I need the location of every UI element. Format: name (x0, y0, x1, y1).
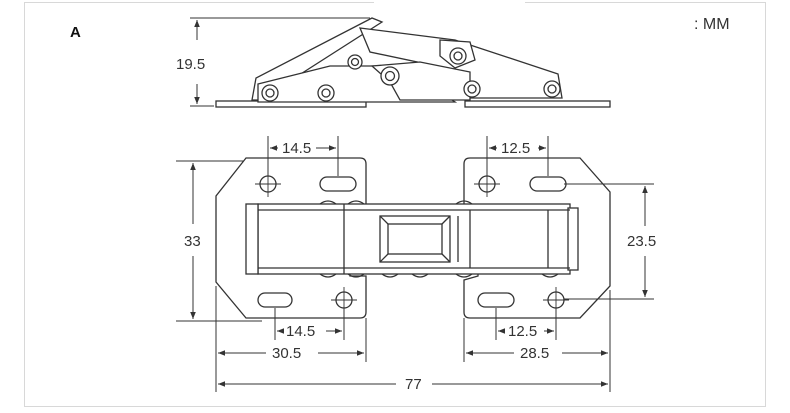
pivot (261, 84, 279, 102)
dim-left-plate-height: 33 (184, 233, 201, 250)
mounting-slot (319, 176, 357, 192)
frame-left (24, 2, 25, 407)
dim-left-hole-spacing-bottom: 14.5 (286, 323, 315, 340)
knuckle (381, 273, 399, 278)
mounting-slot (257, 292, 293, 308)
pivot-inner (350, 57, 360, 67)
pivot-inner (265, 88, 275, 98)
left-end-cap (245, 203, 259, 275)
knuckle (347, 200, 365, 205)
spring-channel (379, 215, 451, 263)
knuckle (319, 273, 337, 278)
knuckle (455, 200, 473, 205)
frame-right (765, 2, 766, 407)
unit-label: : MM (694, 16, 730, 33)
channel-corner (441, 215, 451, 225)
knuckle (319, 200, 337, 205)
frame-top-left (24, 2, 374, 3)
pivot (543, 80, 561, 98)
pivot-inner (467, 84, 477, 94)
knuckle (347, 273, 365, 278)
pivot (347, 54, 363, 70)
channel-corner (379, 215, 389, 225)
top-view (215, 157, 611, 319)
right-base-plate (464, 100, 611, 108)
knuckle (411, 273, 429, 278)
spring-channel-inner (387, 223, 443, 255)
pivot (380, 66, 400, 86)
pivot (463, 80, 481, 98)
dim-side-height: 19.5 (176, 56, 205, 73)
panel-label: A (70, 24, 81, 41)
pivot-inner (453, 51, 463, 61)
knuckle (455, 273, 473, 278)
pivot (449, 47, 467, 65)
frame-bottom (24, 406, 766, 407)
pivot (317, 84, 335, 102)
mounting-slot (477, 292, 515, 308)
right-end-cap (567, 207, 579, 271)
dimension-lines (176, 136, 654, 392)
channel-corner (379, 253, 389, 263)
dim-left-hole-spacing-top: 14.5 (282, 140, 311, 157)
dim-right-hole-vertical: 23.5 (627, 233, 656, 250)
side-view (190, 17, 611, 108)
dim-overall-width: 77 (405, 376, 422, 393)
dim-right-plate-width: 28.5 (520, 345, 549, 362)
dim-right-hole-spacing-top: 12.5 (501, 140, 530, 157)
dim-left-plate-width: 30.5 (272, 345, 301, 362)
channel-corner (441, 253, 451, 263)
pivot-inner (384, 70, 396, 82)
pivot-inner (547, 84, 557, 94)
dim-right-hole-spacing-bottom: 12.5 (508, 323, 537, 340)
frame-top-right (525, 2, 765, 3)
pivot-inner (321, 88, 331, 98)
mounting-slot (529, 176, 567, 192)
knuckle (541, 273, 559, 278)
